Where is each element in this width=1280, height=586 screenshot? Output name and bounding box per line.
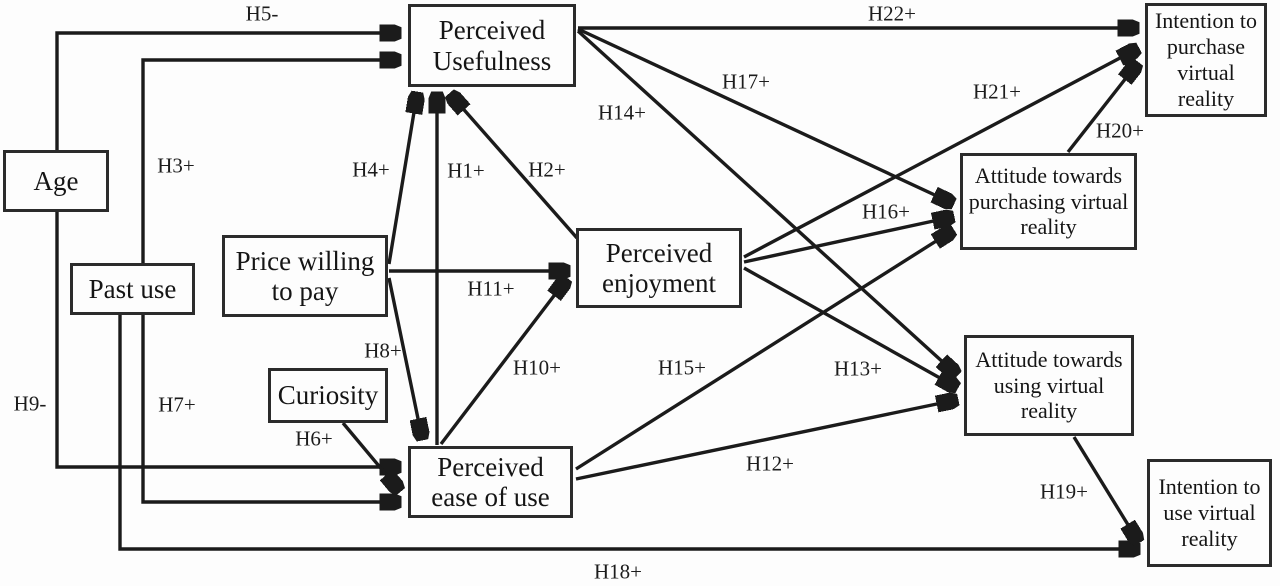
node-perceived-usefulness-label: Perceived Usefulness (432, 15, 552, 76)
arrow-h15 (575, 231, 952, 471)
arrow-h6 (341, 421, 399, 490)
arrow-h13 (743, 266, 956, 387)
node-intention-to-purchase: Intention to purchase virtual reality (1145, 3, 1267, 117)
node-age: Age (3, 150, 109, 212)
arrow-h18 (118, 314, 1138, 549)
node-perceived-ease-of-use: Perceived ease of use (408, 446, 573, 518)
edge-label-h1: H1+ (447, 158, 485, 183)
node-perceived-enjoyment: Perceived enjoyment (576, 228, 742, 308)
node-attitude-towards-using-label: Attitude towards using virtual reality (975, 346, 1123, 424)
edge-label-h10: H10+ (512, 355, 562, 380)
node-perceived-enjoyment-label: Perceived enjoyment (602, 237, 716, 298)
arrow-h10 (439, 280, 566, 446)
edge-label-h13: H13+ (833, 356, 883, 381)
arrow-h3 (141, 60, 399, 263)
edge-label-h6: H6+ (295, 426, 333, 451)
node-intention-to-use-label: Intention to use virtual reality (1158, 474, 1261, 551)
arrow-h5 (55, 33, 399, 150)
edge-label-h17: H17+ (721, 69, 771, 94)
node-attitude-towards-purchasing-label: Attitude towards purchasing virtual real… (968, 162, 1129, 240)
edge-label-h8: H8+ (364, 338, 402, 363)
node-curiosity: Curiosity (268, 368, 388, 423)
node-attitude-towards-using: Attitude towards using virtual reality (964, 335, 1134, 436)
arrow-h21 (743, 49, 1137, 259)
edge-label-h12: H12+ (745, 451, 795, 476)
node-past-use-label: Past use (88, 273, 177, 304)
edge-label-h15: H15+ (657, 355, 707, 380)
edge-label-h22: H22+ (867, 1, 917, 26)
node-perceived-ease-of-use-label: Perceived ease of use (431, 451, 550, 512)
node-intention-to-use: Intention to use virtual reality (1147, 459, 1272, 567)
arrow-h17 (577, 27, 952, 203)
edge-label-h16: H16+ (861, 199, 911, 224)
node-curiosity-label: Curiosity (277, 380, 379, 411)
arrow-h9 (55, 212, 399, 467)
edge-label-h5: H5- (245, 1, 279, 26)
node-attitude-towards-purchasing: Attitude towards purchasing virtual real… (960, 153, 1137, 250)
edge-label-h14: H14+ (597, 100, 647, 125)
arrow-h19 (1072, 436, 1138, 541)
edge-label-h11: H11+ (467, 276, 515, 301)
edge-label-h21: H21+ (972, 79, 1022, 104)
edge-label-h18: H18+ (593, 559, 643, 584)
edge-label-h3: H3+ (157, 153, 195, 178)
edge-label-h2: H2+ (528, 157, 566, 182)
node-age-label: Age (33, 165, 79, 196)
node-perceived-usefulness: Perceived Usefulness (408, 4, 576, 87)
edge-label-h4: H4+ (352, 157, 390, 182)
arrow-h8 (387, 277, 422, 438)
arrow-h16 (743, 217, 952, 264)
edge-label-h19: H19+ (1039, 479, 1089, 504)
node-price-willing-to-pay: Price willing to pay (222, 235, 388, 317)
arrow-h14 (576, 29, 956, 374)
node-intention-to-purchase-label: Intention to purchase virtual reality (1154, 8, 1258, 111)
arrow-h4 (387, 94, 417, 265)
node-past-use: Past use (70, 263, 195, 315)
arrow-h12 (575, 400, 956, 481)
node-price-willing-to-pay-label: Price willing to pay (235, 245, 375, 306)
arrow-h2 (451, 95, 579, 240)
arrow-h20 (1066, 64, 1137, 154)
arrow-h7 (141, 314, 399, 502)
edge-label-h20: H20+ (1095, 118, 1145, 143)
edge-label-h7: H7+ (158, 392, 196, 417)
edge-label-h9: H9- (13, 391, 47, 416)
